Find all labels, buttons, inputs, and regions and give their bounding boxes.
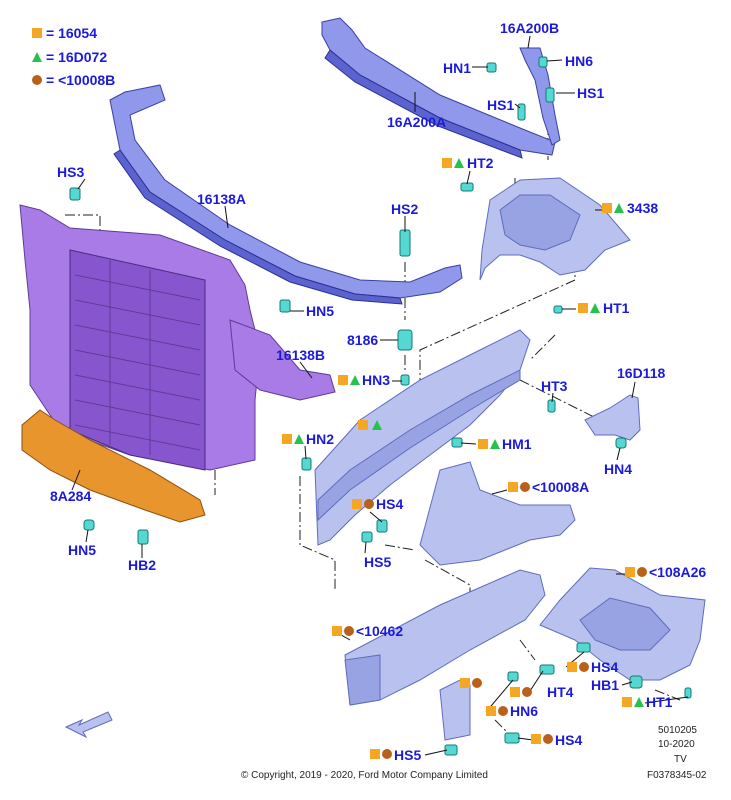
fastener-ht3 xyxy=(547,399,556,413)
label-hs5-mid: HS5 xyxy=(364,554,391,570)
fastener-hs2 xyxy=(399,229,411,257)
footer-code-1: 5010205 xyxy=(658,725,697,736)
fastener-ht1-top xyxy=(553,305,563,314)
label-hn4: HN4 xyxy=(604,461,632,477)
fastener-ht4 xyxy=(539,664,555,675)
label-10008a: <10008A xyxy=(532,479,589,495)
label-hs3: HS3 xyxy=(57,164,84,180)
fastener-hn3 xyxy=(400,374,410,386)
legend-text-16d072: = 16D072 xyxy=(46,49,107,65)
label-16a200b: 16A200B xyxy=(500,20,559,36)
label-hm1: HM1 xyxy=(502,436,532,452)
label-ht1-bot: HT1 xyxy=(646,694,673,710)
fastener-ht1-bot xyxy=(684,687,692,699)
legend-text-16054: = 16054 xyxy=(46,25,97,41)
label-16138b: 16138B xyxy=(276,347,325,363)
fastener-hn6-bot xyxy=(507,671,519,682)
fastener-hb2 xyxy=(137,529,149,545)
fastener-hb1 xyxy=(629,675,643,689)
legend-item-16d072: = 16D072 xyxy=(32,49,107,65)
fastener-hs5-mid xyxy=(361,531,373,543)
rail-10008a xyxy=(419,461,576,566)
frame-rail-10462 xyxy=(344,569,546,741)
footer: © Copyright, 2019 - 2020, Ford Motor Com… xyxy=(241,725,707,781)
fastener-hn5-top xyxy=(279,299,291,313)
fastener-hs1-b xyxy=(545,87,555,103)
fastener-hn4 xyxy=(615,437,627,449)
label-3438: 3438 xyxy=(627,200,658,216)
rear-structure-108a26 xyxy=(539,567,706,681)
label-hn5-top: HN5 xyxy=(306,303,334,319)
fastener-hs1-a xyxy=(517,103,526,121)
fastener-ht2 xyxy=(460,182,474,192)
label-hn3: HN3 xyxy=(362,372,390,388)
label-ht4: HT4 xyxy=(547,684,574,700)
label-hn6-bot: HN6 xyxy=(510,703,538,719)
fasteners xyxy=(69,56,692,756)
label-hs1-a: HS1 xyxy=(487,97,514,113)
lower-shield-8a284 xyxy=(21,409,206,523)
legend-item-16054: = 16054 xyxy=(32,25,97,41)
legend: = 16054 = 16D072 = <10008B xyxy=(32,25,115,88)
label-hs4-mid: HS4 xyxy=(376,496,403,512)
clip-8186 xyxy=(397,329,413,351)
label-hn6-top: HN6 xyxy=(565,53,593,69)
fastener-hn1 xyxy=(486,62,497,73)
wheelhouse-3438 xyxy=(479,177,631,281)
legend-text-10008b: = <10008B xyxy=(46,72,115,88)
label-hb2: HB2 xyxy=(128,557,156,573)
footer-code-2: 10-2020 xyxy=(658,739,695,750)
label-10462: <10462 xyxy=(356,623,403,639)
tie-bar-16138a xyxy=(109,84,463,305)
part-labels: 16A200B HN1 HN6 HS1 HS1 16A200A HT2 3438… xyxy=(50,20,706,763)
label-hs1-b: HS1 xyxy=(577,85,604,101)
footer-code-4: F0378345-02 xyxy=(647,770,707,781)
label-ht3: HT3 xyxy=(541,378,568,394)
label-16a200a: 16A200A xyxy=(387,114,446,130)
fastener-hs4-r xyxy=(576,642,591,653)
apron-rail xyxy=(314,329,531,546)
footer-code-3: TV xyxy=(674,754,687,765)
front-direction-arrow xyxy=(64,711,113,739)
upper-rail-16a200a xyxy=(321,17,556,159)
label-ht2: HT2 xyxy=(467,155,494,171)
radiator-support xyxy=(19,204,336,471)
fastener-hs4-bot xyxy=(504,732,520,744)
label-hs5-bot: HS5 xyxy=(394,747,421,763)
fastener-hn5-bot xyxy=(83,519,95,531)
label-8a284: 8A284 xyxy=(50,488,91,504)
label-hs2: HS2 xyxy=(391,201,418,217)
copyright-text: © Copyright, 2019 - 2020, Ford Motor Com… xyxy=(241,770,488,781)
leader-lines xyxy=(71,35,689,756)
radiator-grid xyxy=(74,260,201,455)
label-16138a: 16138A xyxy=(197,191,246,207)
legend-item-10008b: = <10008B xyxy=(32,72,115,88)
label-hn5-bot: HN5 xyxy=(68,542,96,558)
label-16d118: 16D118 xyxy=(617,365,665,381)
fastener-hs4-mid xyxy=(376,519,388,533)
label-hn1-top: HN1 xyxy=(443,60,471,76)
bracket-16d118 xyxy=(584,394,641,441)
label-ht1-top: HT1 xyxy=(603,300,630,316)
fastener-hn6-top xyxy=(538,56,548,68)
label-8186: 8186 xyxy=(347,332,378,348)
label-hs4-bot: HS4 xyxy=(555,732,582,748)
label-hs4-r: HS4 xyxy=(591,659,618,675)
fastener-hn2 xyxy=(301,457,312,471)
label-hb1: HB1 xyxy=(591,677,619,693)
label-108a26: <108A26 xyxy=(649,564,706,580)
fastener-hs3 xyxy=(69,187,81,201)
fastener-hm1 xyxy=(451,437,463,448)
label-hn2: HN2 xyxy=(306,431,334,447)
